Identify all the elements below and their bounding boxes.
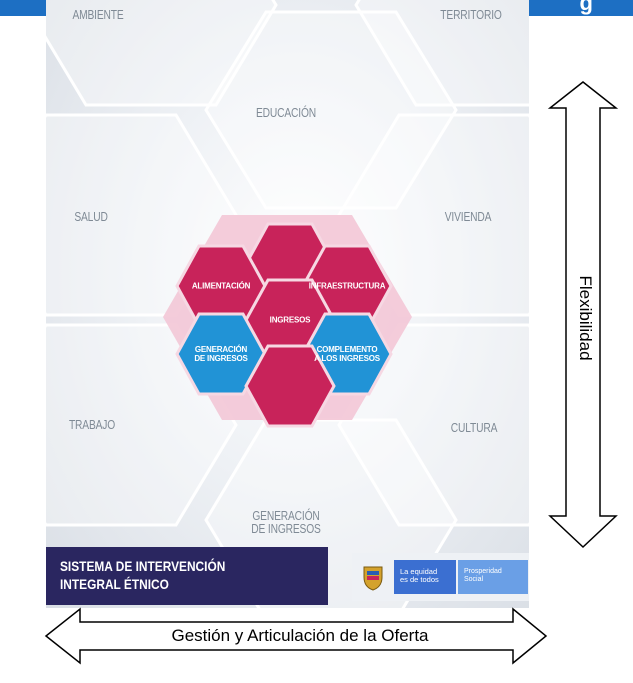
hex-ambiente	[46, 0, 278, 107]
hex-territorio	[354, 0, 529, 107]
horizontal-axis-label: Gestión y Articulación de la Oferta	[171, 626, 429, 645]
brand2-line2: Social	[464, 576, 484, 583]
label-vivienda: VIVIENDA	[444, 210, 492, 224]
center-label-ingresos: INGRESOS	[269, 315, 311, 325]
center-generacion-line1: GENERACIÓN	[194, 345, 248, 354]
program-banner: SISTEMA DE INTERVENCIÓN INTEGRAL ÉTNICO	[46, 547, 328, 605]
coat-of-arms-icon	[363, 566, 383, 591]
hex-bottom	[244, 344, 336, 428]
center-generacion-line2: DE INGRESOS	[194, 354, 248, 363]
brand-prosperidad: Prosperidad Social	[458, 560, 528, 594]
center-label-alimentacion: ALIMENTACIÓN	[191, 281, 251, 291]
center-label-infraestructura: INFRAESTRUCTURA	[308, 281, 386, 291]
label-territorio: TERRITORIO	[440, 8, 502, 22]
center-label-complemento: COMPLEMENTO A LOS INGRESOS	[314, 345, 380, 363]
label-trabajo: TRABAJO	[68, 418, 116, 432]
vertical-axis-label: Flexibilidad	[576, 275, 595, 361]
honeycomb-background	[46, 0, 529, 608]
banner-line2: INTEGRAL ÉTNICO	[60, 576, 169, 592]
hex-educacion	[204, 10, 458, 210]
label-educacion: EDUCACIÓN	[255, 106, 317, 120]
vertical-double-arrow	[547, 81, 619, 549]
center-complemento-line2: A LOS INGRESOS	[314, 354, 380, 363]
brand1-line1: La equidad	[400, 567, 438, 576]
label-generacion-line1: GENERACIÓN	[252, 509, 320, 523]
label-generacion-ingresos: GENERACIÓN DE INGRESOS	[249, 510, 323, 536]
label-generacion-line2: DE INGRESOS	[251, 522, 321, 536]
center-label-generacion: GENERACIÓN DE INGRESOS	[194, 345, 248, 363]
label-ambiente: AMBIENTE	[72, 8, 124, 22]
banner-line1: SISTEMA DE INTERVENCIÓN	[60, 558, 226, 574]
horizontal-double-arrow	[44, 607, 548, 665]
label-cultura: CULTURA	[450, 421, 498, 435]
header-title-fragment: g	[579, 0, 593, 15]
poster: AMBIENTE TERRITORIO EDUCACIÓN SALUD VIVI…	[46, 0, 529, 608]
label-salud: SALUD	[74, 210, 108, 224]
center-complemento-line1: COMPLEMENTO	[316, 345, 378, 354]
logo-strip: La equidad es de todos Prosperidad Socia…	[352, 553, 529, 601]
brand-equidad: La equidad es de todos	[394, 560, 456, 594]
brand1-line2: es de todos	[400, 575, 439, 584]
brand2-line1: Prosperidad	[464, 568, 502, 575]
